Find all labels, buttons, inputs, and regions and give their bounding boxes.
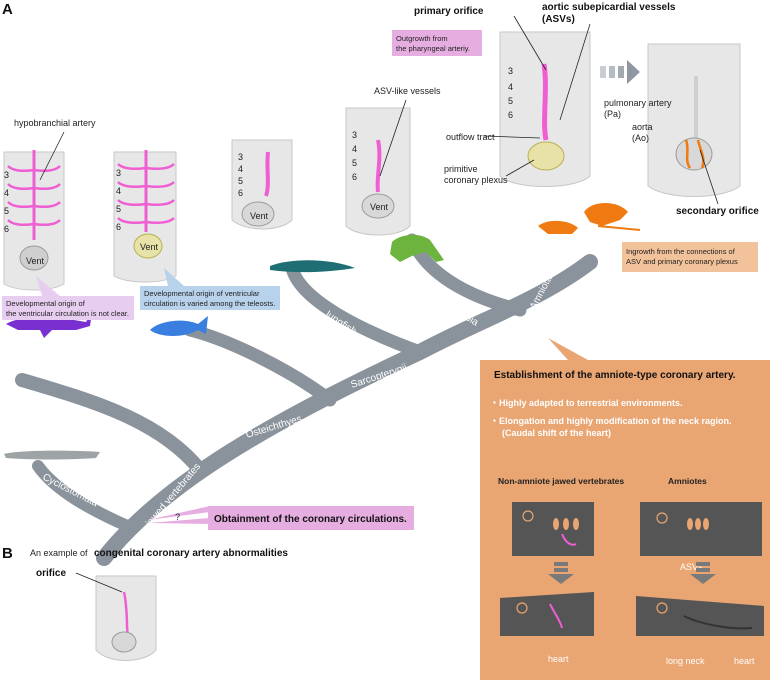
- label-actynopterygii: Actynopterygii: [229, 373, 291, 407]
- arch-4-teleost: 4: [116, 186, 121, 196]
- amniote-box-bullet2-line2: (Caudal shift of the heart): [502, 428, 611, 438]
- arch-6-shark: 6: [4, 224, 9, 234]
- arch-4-shark: 4: [4, 188, 9, 198]
- lamprey-icon: [4, 450, 100, 460]
- panel-b-title: congenital coronary artery abnormalities: [94, 548, 288, 559]
- shark-note-line1: Developmental origin of: [6, 299, 86, 308]
- arch-5-shark: 5: [4, 206, 9, 216]
- shark-note-line2: the ventricular circulation is not clear…: [6, 309, 129, 318]
- obtainment-callout: Obtainment of the coronary circulations.…: [148, 506, 414, 530]
- arch-6-lungfish: 6: [238, 188, 243, 198]
- ingrowth-note-line2: ASV and primary coronary plexus: [626, 257, 738, 266]
- outflow-tract-label: outflow tract: [446, 132, 495, 142]
- vent-label-shark: Vent: [26, 256, 45, 266]
- long-neck-label: long neck: [666, 656, 705, 666]
- coronary-plexus-label-line1: primitive: [444, 164, 478, 174]
- heart-diagram-shark: Vent 3 4 5 6: [3, 150, 65, 291]
- aorta-label-line2: (Ao): [632, 133, 649, 143]
- hypobranchial-label: hypobranchial artery: [14, 118, 96, 128]
- vessel-labels: hypobranchial artery ASV-like vessels pr…: [14, 2, 759, 217]
- arch-5-teleost: 5: [116, 204, 121, 214]
- label-cyclostomata: Cyclostomata: [41, 472, 100, 510]
- amniote-box-bullet2-line1: ・Elongation and highly modification of t…: [490, 416, 732, 426]
- heart-diagram-amphibian: Vent 3 4 5 6: [345, 107, 411, 236]
- obtainment-pointer: [148, 506, 210, 520]
- amniote-box-bullet1: ・Highly adapted to terrestrial environme…: [490, 398, 683, 408]
- coronary-plexus-label-line2: coronary plexus: [444, 175, 508, 185]
- amniote-box-title: Establishment of the amniote-type corona…: [494, 370, 736, 381]
- amniote-head-top: [640, 502, 762, 556]
- vent-label-teleost: Vent: [140, 242, 159, 252]
- teleost-note-line1: Developmental origin of ventricular: [144, 289, 260, 298]
- heart-diagram-amniote-adult: [647, 43, 741, 197]
- arch-3-lungfish: 3: [238, 152, 243, 162]
- heart-label-right: heart: [734, 656, 755, 666]
- arch-4-amniote: 4: [508, 82, 513, 92]
- outgrowth-note-line2: the pharyngeal arteriy.: [396, 44, 470, 53]
- outgrowth-note: Outgrowth from the pharyngeal arteriy.: [392, 30, 482, 56]
- vent-label-lungfish: Vent: [250, 211, 269, 221]
- arch-5-lungfish: 5: [238, 176, 243, 186]
- teleost-fish-icon: [150, 316, 208, 336]
- ingrowth-note: Ingrowth from the connections of ASV and…: [622, 242, 758, 272]
- obtainment-box: [208, 506, 414, 530]
- transition-arrow: [600, 60, 640, 84]
- amniote-body-bottom: [636, 596, 764, 636]
- outgrowth-note-line1: Outgrowth from: [396, 34, 448, 43]
- asv-like-label: ASV-like vessels: [374, 86, 441, 96]
- arch-5-amniote: 5: [508, 96, 513, 106]
- secondary-orifice-label: secondary orifice: [676, 206, 759, 217]
- arch-6-amniote: 6: [508, 110, 513, 120]
- heart-diagram-lungfish: Vent 3 4 5 6: [231, 139, 293, 230]
- pulmonary-artery-label-line1: pulmonary artery: [604, 98, 672, 108]
- arch-4-amphibian: 4: [352, 144, 357, 154]
- aortic-subepicardial-label-line1: aortic subepicardial vessels: [542, 2, 676, 13]
- branch-chondrichthyes: [15, 373, 207, 477]
- pulmonary-artery-label-line2: (Pa): [604, 109, 621, 119]
- panel-label-a: A: [2, 1, 13, 18]
- branch-lungfish: [285, 261, 427, 359]
- tree-trunk: [96, 254, 598, 566]
- amniote-explanation-box: Establishment of the amniote-type corona…: [480, 338, 770, 680]
- lizard-icon: [538, 220, 578, 234]
- heart-diagram-amniote-embryo: 3 4 5 6: [499, 31, 591, 187]
- asvs-label: ASVs: [680, 562, 703, 572]
- branch-cyclostomata: [32, 460, 138, 534]
- vent-label-amphibian: Vent: [370, 202, 389, 212]
- obtainment-text: Obtainment of the coronary circulations.: [214, 514, 407, 525]
- panel-b-intro: An example of: [30, 548, 88, 558]
- aortic-subepicardial-label-line2: (ASVs): [542, 14, 575, 25]
- lungfish-icon: [270, 260, 355, 273]
- arch-3-teleost: 3: [116, 168, 121, 178]
- arch-6-amphibian: 6: [352, 172, 357, 182]
- amniote-box-col-left: Non-amniote jawed vertebrates: [498, 476, 624, 486]
- question-mark: ?: [175, 512, 180, 522]
- arch-5-amphibian: 5: [352, 158, 357, 168]
- shark-note: Developmental origin of the ventricular …: [2, 276, 134, 320]
- amniote-box-col-right: Amniotes: [668, 476, 707, 486]
- aorta-label-line1: aorta: [632, 122, 653, 132]
- phylogenetic-tree: [15, 233, 598, 566]
- panel-label-b: B: [2, 545, 13, 562]
- bird-icon: [584, 203, 628, 226]
- heart-label-left: heart: [548, 654, 569, 664]
- arch-3-amphibian: 3: [352, 130, 357, 140]
- arch-4-lungfish: 4: [238, 164, 243, 174]
- primary-orifice-label: primary orifice: [414, 6, 484, 17]
- teleost-note-line2: circulation is varied among the teleosts…: [144, 299, 275, 308]
- panel-b-orifice-label: orifice: [36, 568, 66, 579]
- fish-body-bottom: [500, 592, 594, 636]
- arch-3-shark: 3: [4, 170, 9, 180]
- fish-head-top: [512, 502, 594, 556]
- branch-actynopterygii: [183, 323, 337, 407]
- ingrowth-note-line1: Ingrowth from the connections of: [626, 247, 736, 256]
- arch-3-amniote: 3: [508, 66, 513, 76]
- panel-b: An example of congenital coronary artery…: [30, 548, 288, 661]
- arch-6-teleost: 6: [116, 222, 121, 232]
- frog-icon: [390, 234, 444, 262]
- heart-diagram-teleost: Vent 3 4 5 6: [113, 150, 177, 283]
- teleost-note: Developmental origin of ventricular circ…: [140, 268, 280, 310]
